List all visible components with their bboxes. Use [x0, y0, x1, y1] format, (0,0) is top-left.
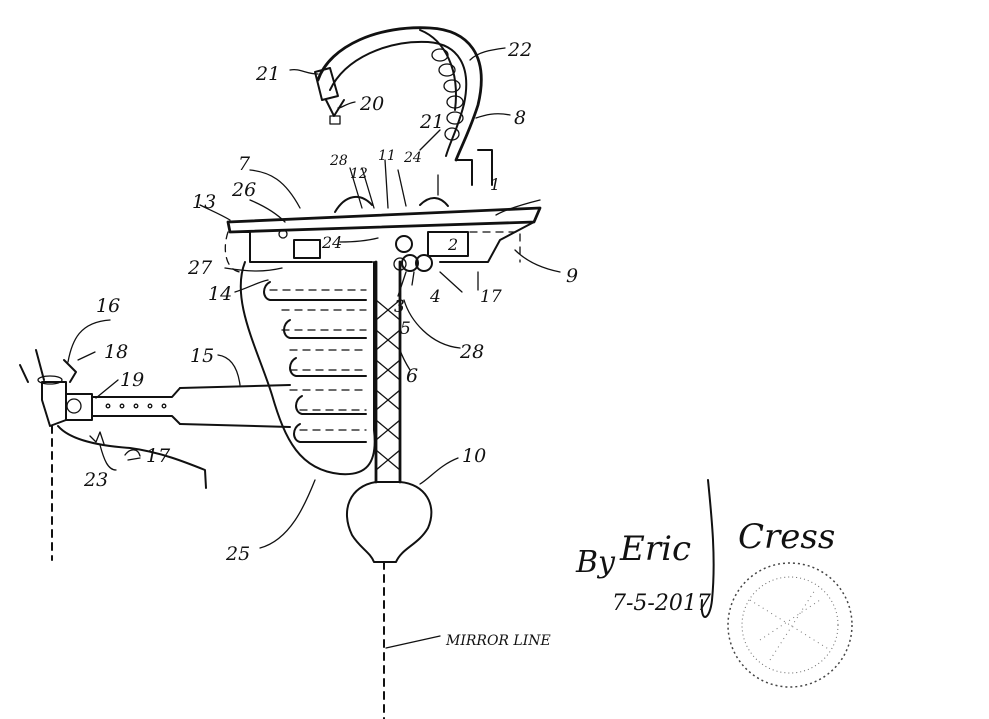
label-21-top: 21	[255, 63, 280, 85]
leader-lines	[67, 47, 561, 549]
label-13: 13	[192, 191, 216, 213]
lower-cable	[57, 425, 207, 489]
label-16: 16	[96, 295, 120, 317]
label-22: 22	[507, 39, 532, 61]
label-14: 14	[208, 283, 232, 305]
label-26: 26	[231, 179, 256, 201]
label-18: 18	[104, 341, 128, 363]
label-24-top: 24	[403, 150, 422, 166]
label-17-bottom: 17	[146, 445, 171, 467]
label-12: 12	[350, 166, 368, 182]
label-8: 8	[514, 107, 526, 129]
signature-last-name: Cress	[738, 517, 835, 557]
notary-stamp	[727, 562, 853, 688]
label-15: 15	[190, 345, 214, 367]
label-1: 1	[490, 175, 500, 194]
label-7: 7	[238, 153, 251, 175]
clamp-head	[19, 349, 93, 427]
label-28-top: 28	[329, 153, 348, 169]
band-wire	[455, 159, 473, 186]
label-4: 4	[429, 287, 441, 307]
label-24-mid: 24	[321, 233, 342, 252]
label-3: 3	[394, 297, 405, 317]
terminal-plus	[278, 229, 288, 239]
band-wire-2	[477, 149, 493, 186]
label-9: 9	[566, 265, 578, 287]
label-20: 20	[359, 93, 384, 115]
vertical-shaft	[374, 260, 402, 484]
mirror-line-label: MIRROR LINE	[445, 633, 551, 649]
label-5: 5	[400, 319, 411, 339]
label-10: 10	[462, 445, 486, 467]
control-box	[293, 239, 321, 259]
cable-curl	[124, 449, 141, 457]
headband	[316, 26, 483, 162]
label-27: 27	[187, 257, 213, 279]
label-2: 2	[447, 235, 458, 254]
label-21-mid: 21	[419, 111, 444, 133]
bottom-bulb	[346, 481, 433, 563]
band-earpiece-clip	[314, 67, 345, 125]
band-padding	[431, 48, 464, 141]
signature-first-name: Eric	[619, 529, 691, 569]
label-6: 6	[406, 365, 418, 387]
label-17-top: 17	[480, 287, 502, 307]
label-25: 25	[225, 543, 250, 565]
mirror-line-leader	[385, 635, 441, 649]
signature-by: By	[575, 545, 616, 580]
signature-date: 7-5-2017	[612, 591, 711, 616]
chest-plate	[239, 261, 376, 476]
label-23: 23	[83, 469, 108, 491]
label-11: 11	[378, 148, 396, 164]
side-arm	[91, 384, 291, 428]
signature: By Eric Cress	[575, 479, 835, 618]
reference-numerals: 21 20 22 8 21 7 26 13 28 12 11 24 1 24 2…	[83, 39, 578, 565]
top-housing	[224, 196, 542, 273]
label-28-mid: 28	[459, 341, 484, 363]
cable-marker	[89, 431, 105, 445]
label-19: 19	[120, 369, 144, 391]
battery-box	[427, 231, 469, 257]
